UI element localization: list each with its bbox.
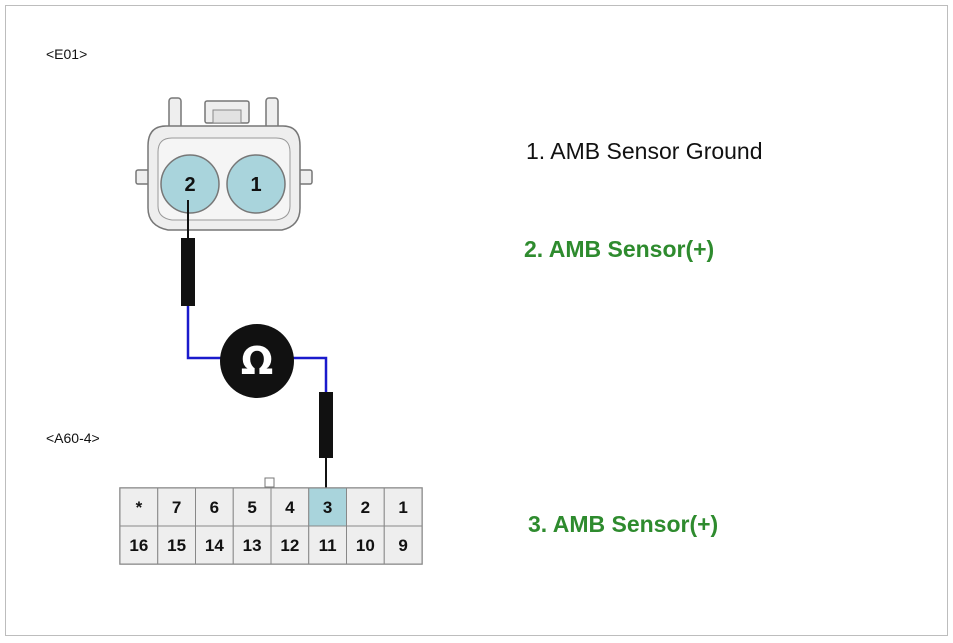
a60-4-pin-label: 1	[398, 498, 407, 517]
a60-4-pin-10	[346, 525, 385, 565]
e01-pin-2-label: 2	[184, 174, 195, 196]
e01-connector: 2 1	[135, 97, 313, 231]
a60-4-pin-label: 4	[285, 498, 295, 517]
e01-connector-label: <E01>	[46, 46, 88, 62]
a60-4-pin-12	[270, 525, 310, 565]
a60-4-pin-label: 5	[247, 498, 256, 517]
a60-4-pin-6	[195, 487, 234, 527]
a60-4-pin-5	[232, 487, 272, 527]
a60-4-pin-label: 15	[167, 536, 186, 555]
e01-pin-1-label: 1	[250, 174, 261, 196]
a60-4-pin-label: 16	[129, 536, 148, 555]
a60-4-pin-label: 12	[280, 536, 299, 555]
a60-4-pin-9	[383, 525, 423, 565]
a60-4-pin-label: 13	[243, 536, 262, 555]
a60-4-pin-label: 6	[210, 498, 219, 517]
legend-item-3: 3. AMB Sensor(+)	[528, 511, 719, 537]
a60-4-pin-2	[346, 487, 385, 527]
e01-pin-2	[160, 154, 220, 214]
a60-4-pin-label: 14	[205, 536, 224, 555]
meter-wire-right	[292, 356, 328, 392]
legend-item-1: 1. AMB Sensor Ground	[526, 138, 763, 164]
ohmmeter-icon: Ω	[220, 324, 294, 398]
probe-e01	[181, 200, 195, 306]
a60-4-pin-grid: * 7 6 5 4 3 2 1 16 15 14 13 12 11 10 9	[119, 487, 423, 565]
a60-4-connector: * 7 6 5 4 3 2 1 16 15 14 13 12 11 10 9	[119, 477, 423, 565]
a60-4-pin-label: 9	[398, 536, 407, 555]
a60-4-pin-13	[232, 525, 272, 565]
a60-4-pin-label: *	[136, 498, 143, 517]
a60-4-pin-label: 7	[172, 498, 181, 517]
a60-4-connector-label: <A60-4>	[46, 430, 100, 446]
a60-4-pin-11	[308, 525, 347, 565]
e01-pin-1	[226, 154, 286, 214]
ohm-symbol: Ω	[241, 339, 273, 383]
a60-4-pin-label: 3	[323, 498, 332, 517]
a60-4-pin-label: 2	[361, 498, 370, 517]
a60-4-pin-16	[119, 525, 159, 565]
a60-4-pin-label: 10	[356, 536, 375, 555]
a60-4-pin-3	[308, 487, 347, 527]
legend-item-2: 2. AMB Sensor(+)	[524, 236, 715, 262]
meter-wire-left	[186, 305, 222, 360]
a60-4-pin-label: 11	[319, 536, 337, 555]
